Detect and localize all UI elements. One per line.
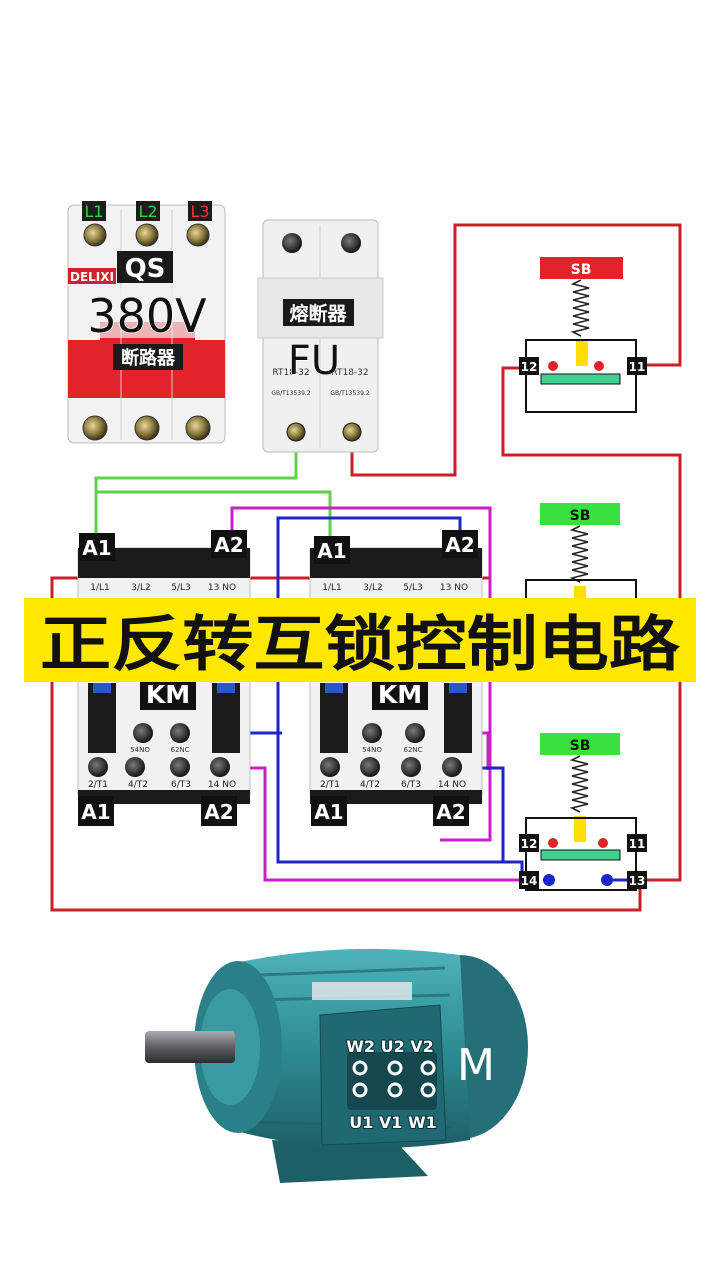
motor-code: M (457, 1040, 495, 1091)
banner-title: 正反转互锁控制电路 (40, 610, 681, 680)
phase-label-l1: L1 (84, 202, 103, 221)
motor-bottom-terminals: U1 V1 W1 (349, 1113, 437, 1132)
left-aux-no: 54NO (130, 746, 150, 754)
fuse-model-right: RT18-32 (331, 368, 368, 378)
left-contactor-code: KM (146, 680, 190, 709)
breaker-voltage: 380V (87, 289, 207, 343)
right-bottom-t4: 14 NO (438, 780, 466, 790)
right-coil-top-a2: A2 (445, 533, 474, 557)
right-coil-bottom-a2: A2 (436, 800, 465, 824)
stop-button-label: SB (571, 262, 592, 278)
reverse-no-left: 14 (521, 874, 538, 888)
breaker-name: 断路器 (121, 347, 176, 369)
stop-left-terminal: 12 (521, 360, 538, 374)
reverse-button-label: SB (570, 738, 591, 754)
breaker-brand: DELIXI (70, 270, 114, 284)
breaker-code: QS (125, 254, 166, 284)
right-top-t2: 3/L2 (363, 583, 383, 593)
left-bottom-t3: 6/T3 (171, 780, 191, 790)
left-top-t2: 3/L2 (131, 583, 151, 593)
reverse-nc-right: 11 (629, 837, 646, 851)
left-coil-top-a1: A1 (82, 536, 111, 560)
right-bottom-t1: 2/T1 (320, 780, 340, 790)
stop-button: SB 12 11 (519, 257, 647, 413)
reverse-nc-left: 12 (521, 837, 538, 851)
fuse-model-left: RT18-32 (272, 368, 309, 378)
title-banner: 正反转互锁控制电路 (24, 598, 696, 682)
right-aux-no: 54NO (362, 746, 382, 754)
circuit-breaker: L1 L2 L3 DELIXI QS 380V 断路器 (67, 201, 226, 444)
motor-top-terminals: W2 U2 V2 (346, 1037, 434, 1056)
right-bottom-t2: 4/T2 (360, 780, 380, 790)
right-aux-nc: 62NC (403, 746, 422, 754)
reverse-button: SB 12 11 14 13 (519, 733, 647, 891)
right-contactor-code: KM (378, 680, 422, 709)
right-bottom-t3: 6/T3 (401, 780, 421, 790)
left-bottom-t2: 4/T2 (128, 780, 148, 790)
left-top-t4: 13 NO (208, 583, 236, 593)
left-bottom-t1: 2/T1 (88, 780, 108, 790)
reverse-no-right: 13 (629, 874, 646, 888)
forward-button: SB (525, 503, 637, 606)
phase-label-l3: L3 (190, 202, 209, 221)
blue-wire-top (276, 516, 505, 864)
left-top-t1: 1/L1 (90, 583, 110, 593)
left-coil-bottom-a2: A2 (204, 800, 233, 824)
right-coil-bottom-a1: A1 (314, 800, 343, 824)
fuse-name: 熔断器 (289, 302, 347, 325)
phase-label-l2: L2 (138, 202, 157, 221)
fuse-code: FU (288, 338, 340, 384)
right-top-t1: 1/L1 (322, 583, 342, 593)
green-wire-a1-link (96, 490, 332, 545)
motor: W2 U2 V2 U1 V1 W1 M (145, 948, 528, 1183)
right-top-t3: 5/L3 (403, 583, 423, 593)
right-coil-top-a1: A1 (317, 539, 346, 563)
left-aux-nc: 62NC (170, 746, 189, 754)
left-coil-top-a2: A2 (214, 533, 243, 557)
red-wire-stop-to-buttons (501, 366, 682, 882)
stop-right-terminal: 11 (629, 360, 646, 374)
fuse-standard-left: GB/T13539.2 (271, 390, 310, 397)
fuse-holder: RT18-32 RT18-32 GB/T13539.2 GB/T13539.2 … (257, 219, 384, 453)
left-coil-bottom-a1: A1 (81, 800, 110, 824)
left-bottom-t4: 14 NO (208, 780, 236, 790)
magenta-wire-top (230, 506, 492, 842)
fuse-standard-right: GB/T13539.2 (330, 390, 369, 397)
right-top-t4: 13 NO (440, 583, 468, 593)
green-wire-fuse-to-coils (94, 440, 298, 545)
red-wire-fuse-to-stop (350, 223, 682, 477)
left-top-t3: 5/L3 (171, 583, 191, 593)
forward-button-label: SB (570, 508, 591, 524)
